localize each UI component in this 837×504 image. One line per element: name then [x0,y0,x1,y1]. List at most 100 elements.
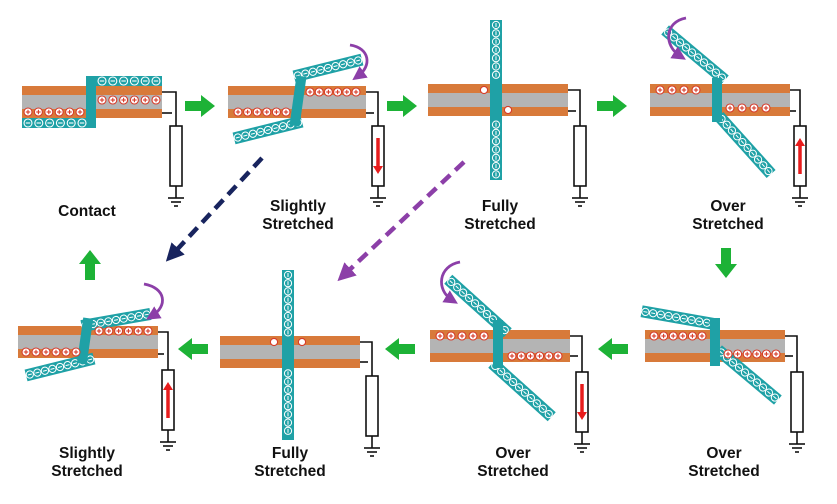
contact-layer-strip [292,53,364,83]
wire-top [162,91,177,126]
charge-sign [658,313,663,316]
charge-sign [341,63,346,66]
contact-layer-riser [712,78,722,122]
charge-sign [697,320,702,323]
charge-sign [730,128,734,133]
charge-sign [356,59,361,62]
charge-sign [144,313,149,316]
return-path-dashed-arrow [337,160,466,282]
step-arrow [387,95,417,117]
step-arrow [385,338,415,360]
load-resistor [790,371,804,433]
label-line: Over [495,445,531,462]
stage-slightly-stretched-back [18,282,176,451]
label-line: Slightly [270,198,326,215]
charge-sign [651,312,656,315]
contact-layer-vertical [490,20,502,180]
charge-sign [546,412,551,416]
positive-charge [503,105,513,115]
charge-sign [27,373,32,376]
charge-sign [106,320,111,323]
process-arrows [79,95,737,360]
label-line: Stretched [51,463,123,480]
charge-sign [303,72,308,75]
wire-top [366,91,379,126]
charge-sign [767,390,771,395]
charge-sign [250,132,255,135]
charge-sign [529,396,533,400]
wire-top [360,341,373,376]
charge-sign [467,296,471,300]
wire-top [570,335,583,372]
stage-over-stretched [650,16,808,207]
charge-sign [325,67,331,69]
charge-sign [136,315,142,317]
current-arrow-head [577,412,587,420]
stage-label-contact: Contact [17,203,157,221]
charge-sign [57,366,63,368]
wire-top [568,89,581,126]
charge-sign [540,407,545,411]
charge-sign [761,385,765,390]
return-path-dashed-arrow [165,156,264,262]
charge-sign [281,125,286,128]
contact-layer-riser [76,317,94,365]
charge-sign [499,369,504,373]
contact-layer-strip [488,358,556,422]
charge-sign [258,130,263,133]
rotate-arrow [143,282,164,320]
load-resistor [365,375,379,437]
charge-sign [690,50,694,55]
charge-sign [65,364,70,367]
contact-layer-riser [493,320,503,368]
current-arrow-head [163,382,173,390]
contact-layer-strip [232,115,304,145]
positive-charge [297,337,307,347]
charge-sign [235,136,240,139]
charge-sign [35,371,40,374]
step-arrow [598,338,628,360]
label-line: Over [710,198,746,215]
charge-sign [273,127,278,130]
charge-sign [485,312,489,316]
charge-sign [737,365,741,370]
wire-top [158,331,169,370]
load-resistor [169,125,183,187]
rotate-arrow [349,43,369,81]
charge-sign [265,129,271,131]
charge-sign [725,122,729,127]
stage-fully-stretched-back [220,270,380,457]
charge-sign [511,380,515,384]
label-line: Contact [58,203,116,220]
step-arrow [79,250,101,280]
charge-sign [696,55,700,60]
step-arrow [597,95,627,117]
rotate-arrow [667,16,687,60]
charge-sign [502,328,507,332]
charge-sign [643,311,648,313]
charge-sign [121,317,126,320]
contact-layer-strip [640,305,720,331]
contact-layer-riser [289,75,307,127]
charge-sign [42,369,47,372]
rotate-arrow [440,260,461,304]
charge-sign [348,61,353,64]
charge-sign [113,319,119,321]
charge-sign [535,401,539,406]
contact-layer-vertical [282,270,294,440]
charge-sign [766,169,771,173]
charge-sign [243,134,248,137]
current-arrow-head [795,138,805,146]
charge-sign [756,157,760,162]
label-line: Over [706,445,742,462]
charge-sign [517,385,521,390]
stage-label-slightly-stretched: Slightly Stretched [17,445,157,481]
charge-sign [755,380,759,385]
label-line: Stretched [262,216,334,233]
charge-sign [761,163,765,168]
charge-sign [523,390,527,395]
stage-label-fully-stretched: Fully Stretched [220,445,360,481]
charge-sign [745,146,750,150]
label-line: Stretched [688,463,760,480]
contact-layer-riser [710,318,720,366]
